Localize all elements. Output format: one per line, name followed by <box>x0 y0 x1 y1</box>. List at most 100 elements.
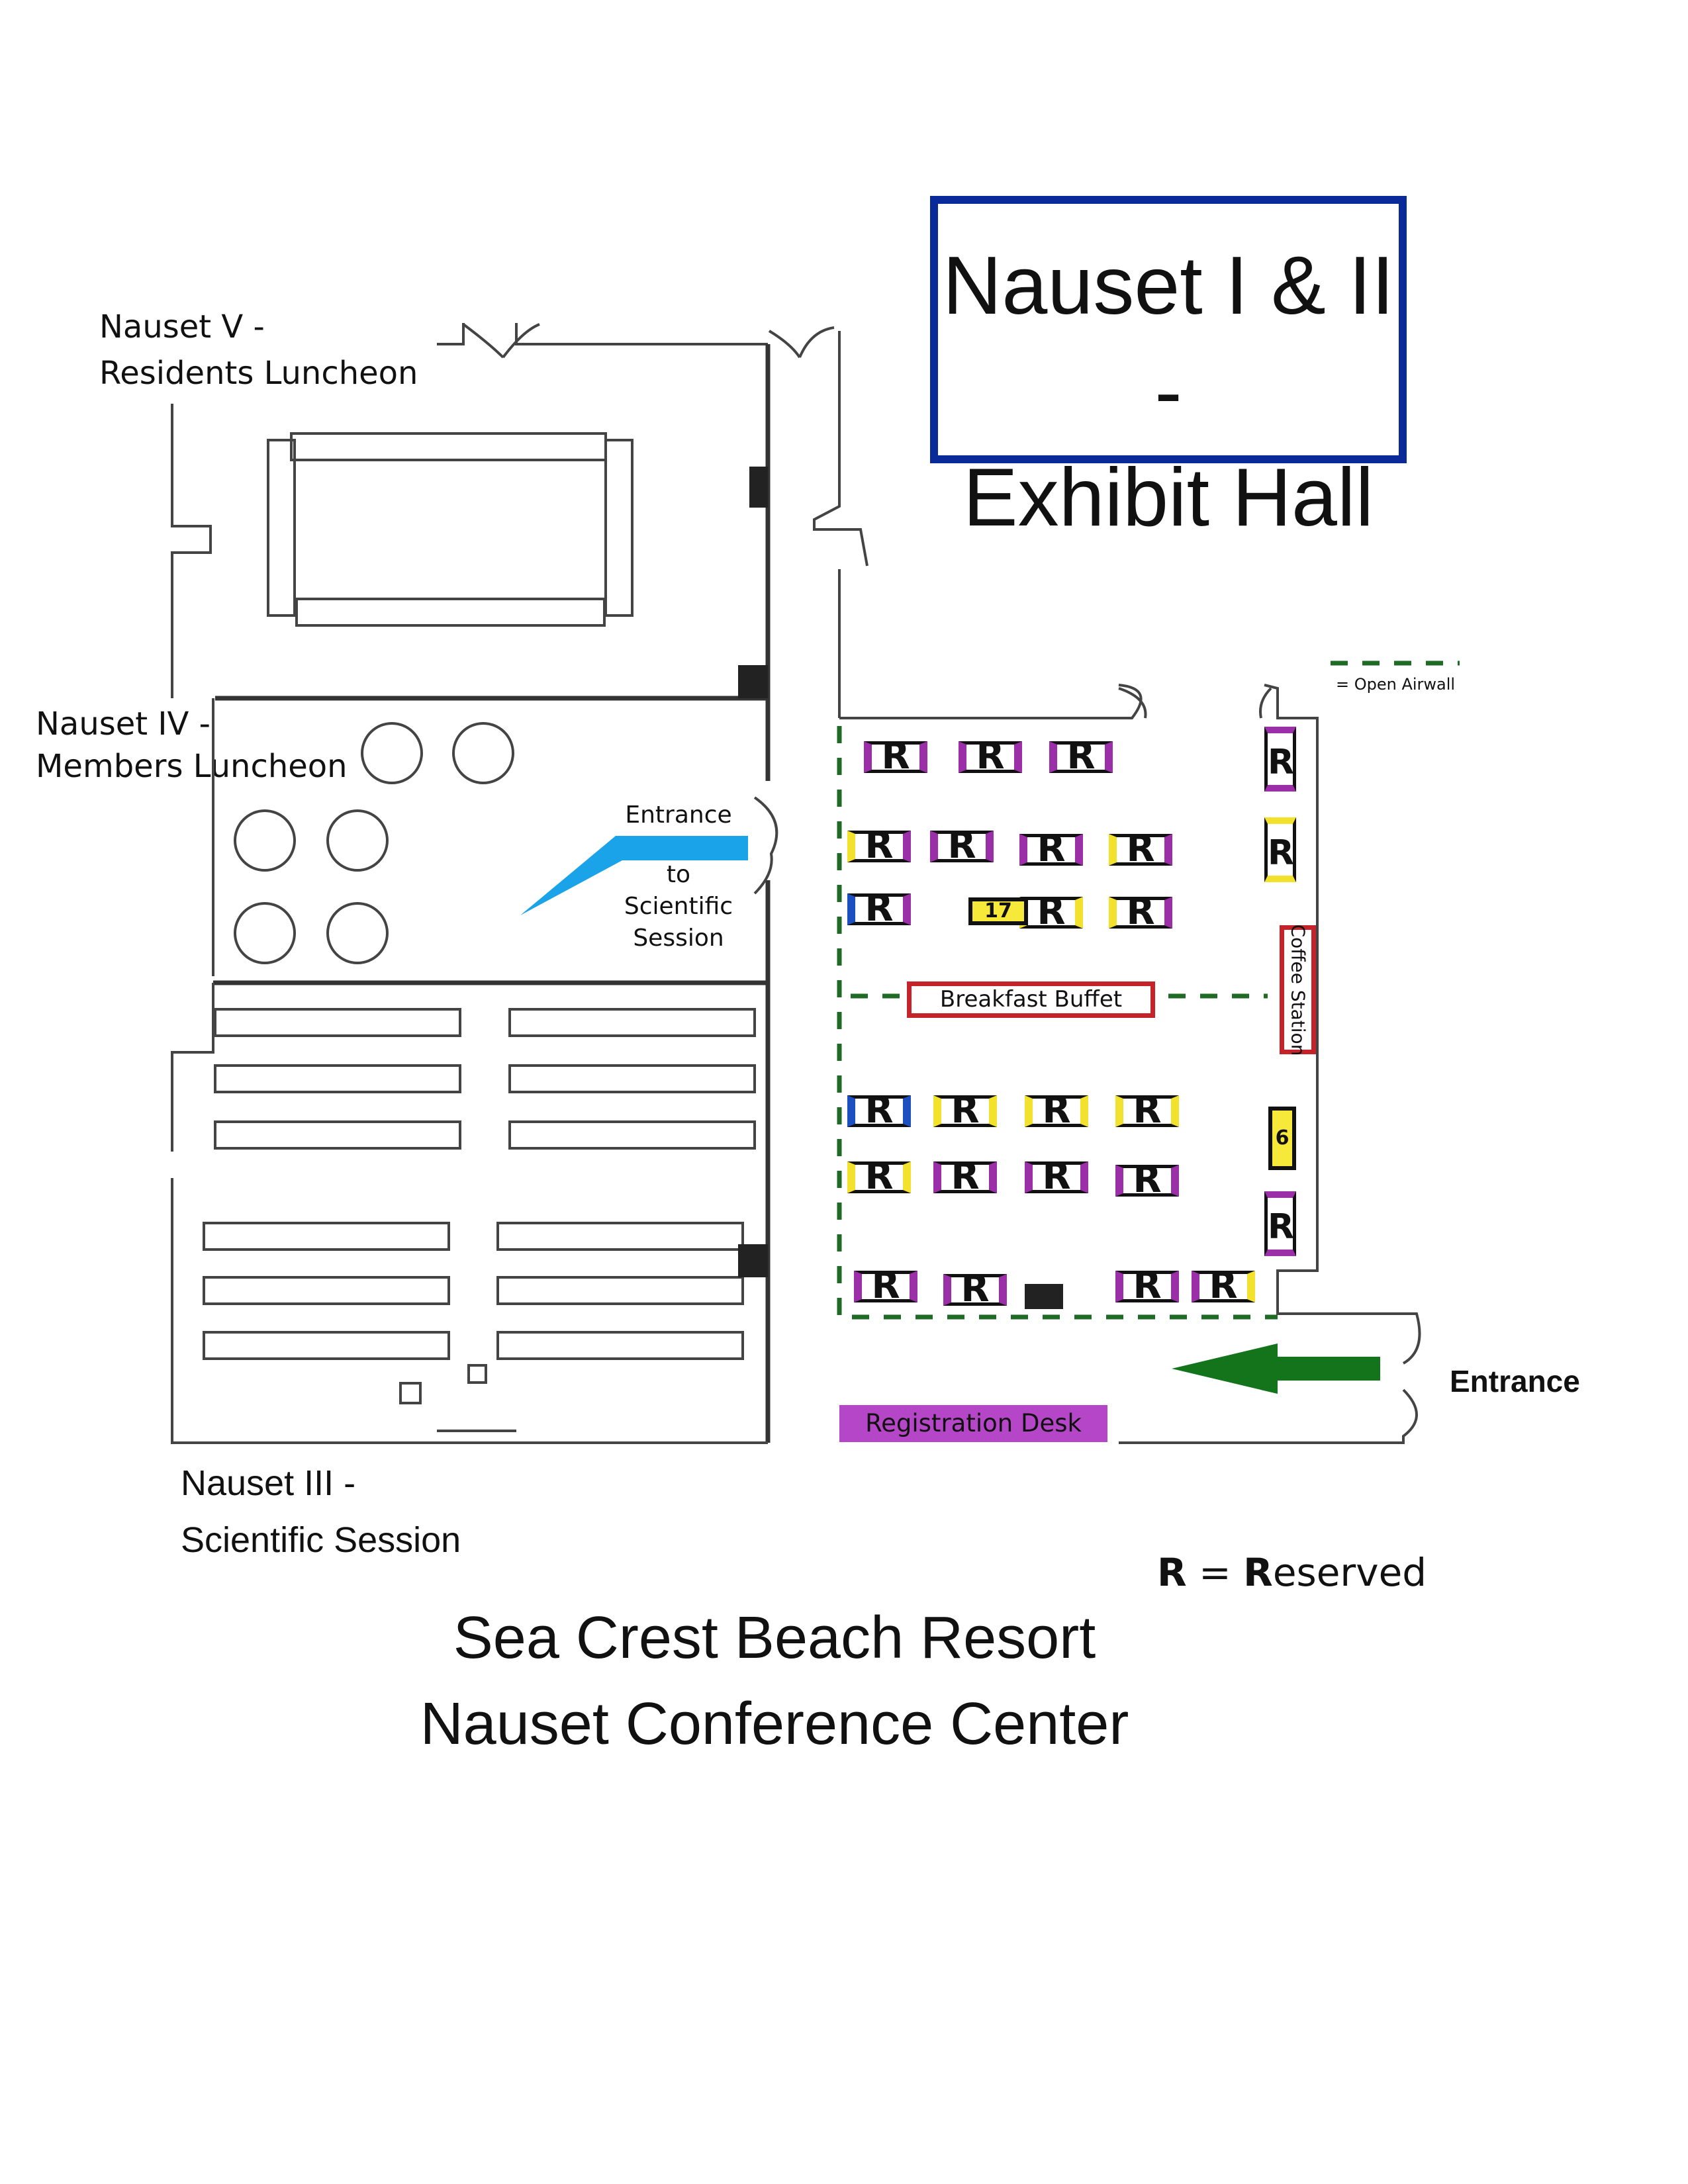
booth-reserved[interactable]: R <box>1025 1092 1088 1129</box>
main-entrance-label: Entrance <box>1450 1364 1580 1398</box>
booth-label: R <box>1268 1207 1295 1247</box>
legend-eq: = <box>1186 1550 1244 1595</box>
venue-footer: Sea Crest Beach Resort Nauset Conference… <box>397 1595 1152 1767</box>
booth-label: R <box>961 1267 990 1310</box>
booth-reserved[interactable]: R <box>1109 831 1172 868</box>
booth-reserved[interactable]: R <box>933 1158 997 1195</box>
booth-label: R <box>947 824 976 867</box>
booth-label: R <box>1126 890 1155 933</box>
scientific-entrance-label: Entrance to Scientific Session <box>616 799 741 954</box>
scientific-arrow-icon <box>520 836 748 915</box>
coffee-station: Coffee Station <box>1280 924 1316 1056</box>
booth-reserved[interactable]: R <box>1019 893 1083 931</box>
room-name: Nauset IV - <box>36 705 211 743</box>
registration-desk: Registration Desk <box>839 1405 1107 1442</box>
booth-label: R <box>1126 827 1155 870</box>
booth-reserved[interactable]: R <box>1264 1191 1296 1256</box>
label-line: to <box>666 861 691 888</box>
booth-reserved[interactable]: R <box>1109 893 1172 931</box>
round-tables <box>234 722 514 964</box>
table-residents-left <box>267 439 296 617</box>
title-line-1: Nauset I & II - <box>942 240 1395 437</box>
booth-reserved[interactable]: R <box>847 1092 911 1129</box>
booth-reserved[interactable]: R <box>1025 1158 1088 1195</box>
door-exhibit-north <box>1118 687 1272 719</box>
booth-reserved[interactable]: R <box>847 890 911 927</box>
booth-reserved[interactable]: R <box>854 1267 917 1304</box>
room-label-nauset-v: Nauset V - Residents Luncheon <box>99 306 418 394</box>
exhibit-pillar <box>1025 1284 1063 1309</box>
wall-nauset-v-west <box>171 404 212 698</box>
classroom-rows <box>203 1008 756 1360</box>
booth-label: R <box>871 1264 900 1307</box>
wall-nauset-iii <box>171 983 768 1444</box>
room-label-nauset-iii: Nauset III - Scientific Session <box>181 1459 461 1564</box>
table-residents-right <box>604 439 633 617</box>
booth-label: R <box>1037 827 1066 870</box>
wall-nauset-v-north <box>437 323 768 345</box>
booth-label: R <box>1042 1155 1071 1198</box>
door-scientific <box>753 796 778 895</box>
wall-exhibit-hall <box>839 684 1421 1444</box>
pillar <box>749 467 768 508</box>
coffee-station-label: Coffee Station <box>1287 924 1309 1056</box>
booth-reserved[interactable]: R <box>943 1271 1007 1308</box>
booth-label: R <box>865 887 894 930</box>
table-residents-top <box>290 432 607 461</box>
wall-corridor <box>813 331 868 718</box>
booth-label: R <box>865 1155 894 1198</box>
venue-center: Nauset Conference Center <box>420 1691 1129 1757</box>
room-label-nauset-iv: Nauset IV - Members Luncheon <box>36 703 348 788</box>
booth-label: R <box>951 1155 980 1198</box>
booth-label: R <box>1268 743 1295 782</box>
booth-reserved[interactable]: R <box>1019 831 1083 868</box>
room-name: Nauset V - <box>99 308 265 345</box>
booth-reserved[interactable]: R <box>1192 1267 1255 1304</box>
booth-reserved[interactable]: R <box>864 738 927 775</box>
booth-label: R <box>976 735 1005 778</box>
door-north-2 <box>768 326 835 359</box>
small-table <box>467 1364 487 1384</box>
legend-word: eserved <box>1272 1550 1427 1595</box>
table-residents-bottom <box>295 598 606 627</box>
booth-label: R <box>1042 1089 1071 1132</box>
booth-label: R <box>1268 833 1295 873</box>
booth-label: R <box>1037 890 1066 933</box>
booth-6[interactable]: 6 <box>1268 1107 1296 1170</box>
room-use: Members Luncheon <box>36 748 348 785</box>
booth-label: R <box>1209 1264 1238 1307</box>
booth-reserved[interactable]: R <box>959 738 1022 775</box>
booth-label: R <box>1133 1158 1162 1201</box>
booth-label: R <box>1133 1089 1162 1132</box>
booth-reserved[interactable]: R <box>1264 817 1296 882</box>
door-north-1 <box>462 323 540 359</box>
legend-r: R <box>1157 1550 1187 1595</box>
label-line: Scientific <box>624 893 733 920</box>
booth-reserved[interactable]: R <box>1115 1267 1179 1304</box>
booth-reserved[interactable]: R <box>1049 738 1113 775</box>
exhibit-hall-title: Nauset I & II - Exhibit Hall <box>930 196 1407 543</box>
booth-reserved[interactable]: R <box>1264 727 1296 792</box>
pillar <box>738 665 768 698</box>
booth-reserved[interactable]: R <box>930 827 994 864</box>
legend-r-bold: R <box>1243 1550 1273 1595</box>
label-line: Entrance <box>625 801 732 829</box>
title-line-2: Exhibit Hall <box>962 452 1374 543</box>
booth-reserved[interactable]: R <box>1115 1092 1179 1129</box>
booth-reserved[interactable]: R <box>847 1158 911 1195</box>
booth-label: R <box>1066 735 1096 778</box>
label-line: Session <box>633 925 724 952</box>
podium <box>399 1382 422 1404</box>
venue-name: Sea Crest Beach Resort <box>453 1605 1096 1671</box>
room-use: Residents Luncheon <box>99 355 418 392</box>
booth-17[interactable]: 17 <box>968 897 1028 925</box>
entrance-arrow-icon <box>1172 1343 1380 1394</box>
booth-reserved[interactable]: R <box>1115 1161 1179 1199</box>
booth-reserved[interactable]: R <box>933 1092 997 1129</box>
booth-label: R <box>881 735 910 778</box>
booth-label: R <box>1133 1264 1162 1307</box>
booth-label: R <box>951 1089 980 1132</box>
reserved-legend: R = Reserved <box>1157 1550 1427 1595</box>
booth-reserved[interactable]: R <box>847 827 911 864</box>
